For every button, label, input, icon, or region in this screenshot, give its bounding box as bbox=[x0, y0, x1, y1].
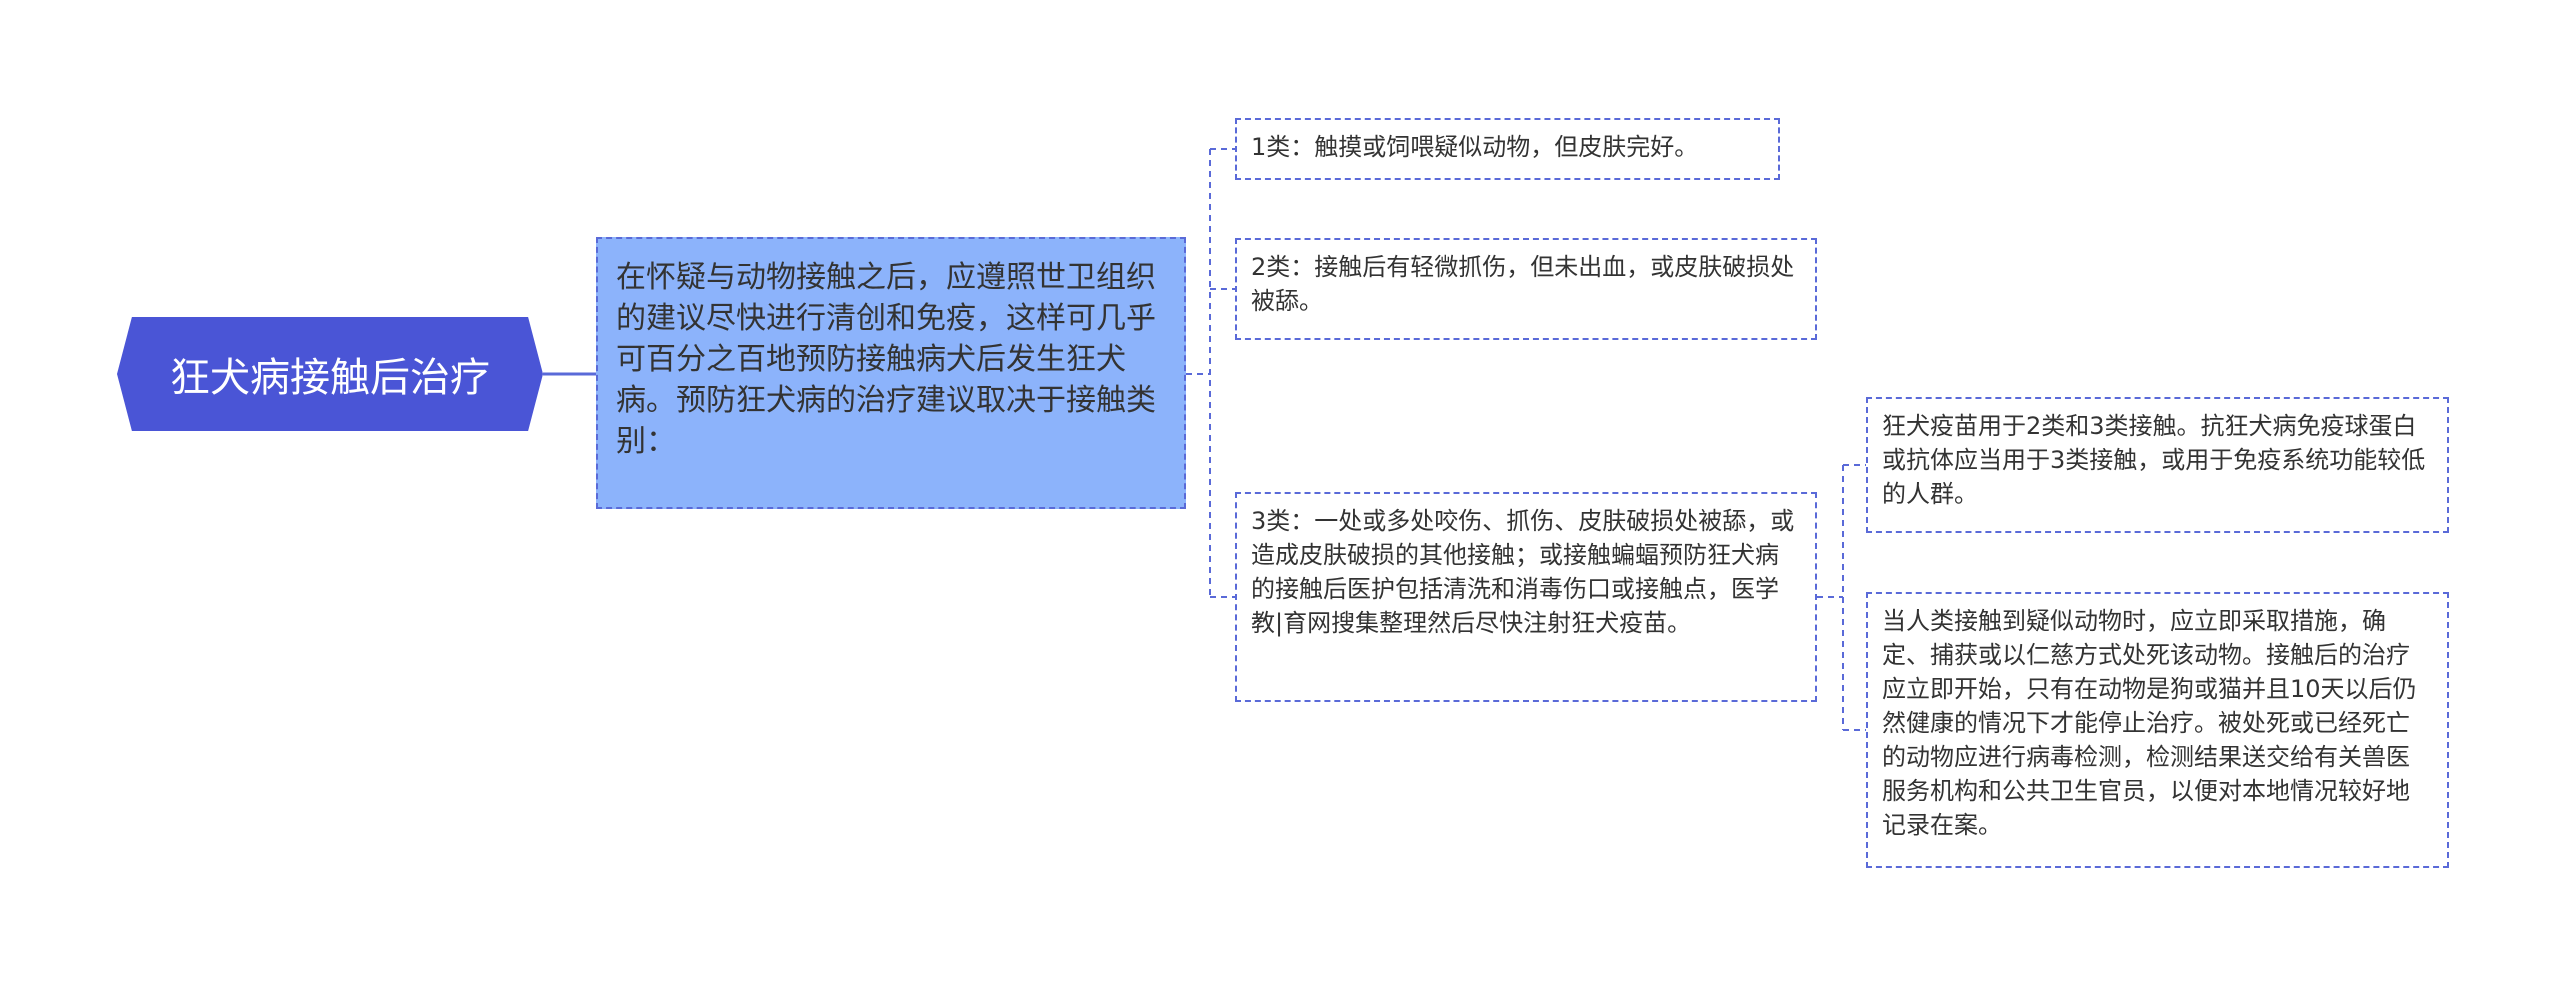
category-1-text: 1类：触摸或饲喂疑似动物，但皮肤完好。 bbox=[1251, 133, 1699, 161]
category-1-node[interactable]: 1类：触摸或饲喂疑似动物，但皮肤完好。 bbox=[1235, 118, 1780, 180]
main-topic-node[interactable]: 在怀疑与动物接触之后，应遵照世卫组织的建议尽快进行清创和免疫，这样可几乎可百分之… bbox=[596, 237, 1186, 509]
root-title: 狂犬病接触后治疗 bbox=[170, 355, 490, 401]
main-topic-text: 在怀疑与动物接触之后，应遵照世卫组织的建议尽快进行清创和免疫，这样可几乎可百分之… bbox=[616, 260, 1156, 459]
connector-main-categories bbox=[1186, 148, 1235, 598]
root-node[interactable]: 狂犬病接触后治疗 bbox=[117, 317, 543, 431]
animal-handling-detail-text: 当人类接触到疑似动物时，应立即采取措施，确定、捕获或以仁慈方式处死该动物。接触后… bbox=[1882, 607, 2417, 839]
connector-cat3-details bbox=[1817, 464, 1866, 731]
category-2-node[interactable]: 2类：接触后有轻微抓伤，但未出血，或皮肤破损处被舔。 bbox=[1235, 238, 1817, 340]
category-3-node[interactable]: 3类：一处或多处咬伤、抓伤、皮肤破损处被舔，或造成皮肤破损的其他接触；或接触蝙蝠… bbox=[1235, 492, 1817, 702]
vaccine-detail-node[interactable]: 狂犬疫苗用于2类和3类接触。抗狂犬病免疫球蛋白或抗体应当用于3类接触，或用于免疫… bbox=[1866, 397, 2449, 533]
animal-handling-detail-node[interactable]: 当人类接触到疑似动物时，应立即采取措施，确定、捕获或以仁慈方式处死该动物。接触后… bbox=[1866, 592, 2449, 868]
category-3-text: 3类：一处或多处咬伤、抓伤、皮肤破损处被舔，或造成皮肤破损的其他接触；或接触蝙蝠… bbox=[1251, 507, 1795, 637]
vaccine-detail-text: 狂犬疫苗用于2类和3类接触。抗狂犬病免疫球蛋白或抗体应当用于3类接触，或用于免疫… bbox=[1882, 412, 2426, 508]
category-2-text: 2类：接触后有轻微抓伤，但未出血，或皮肤破损处被舔。 bbox=[1251, 253, 1795, 315]
